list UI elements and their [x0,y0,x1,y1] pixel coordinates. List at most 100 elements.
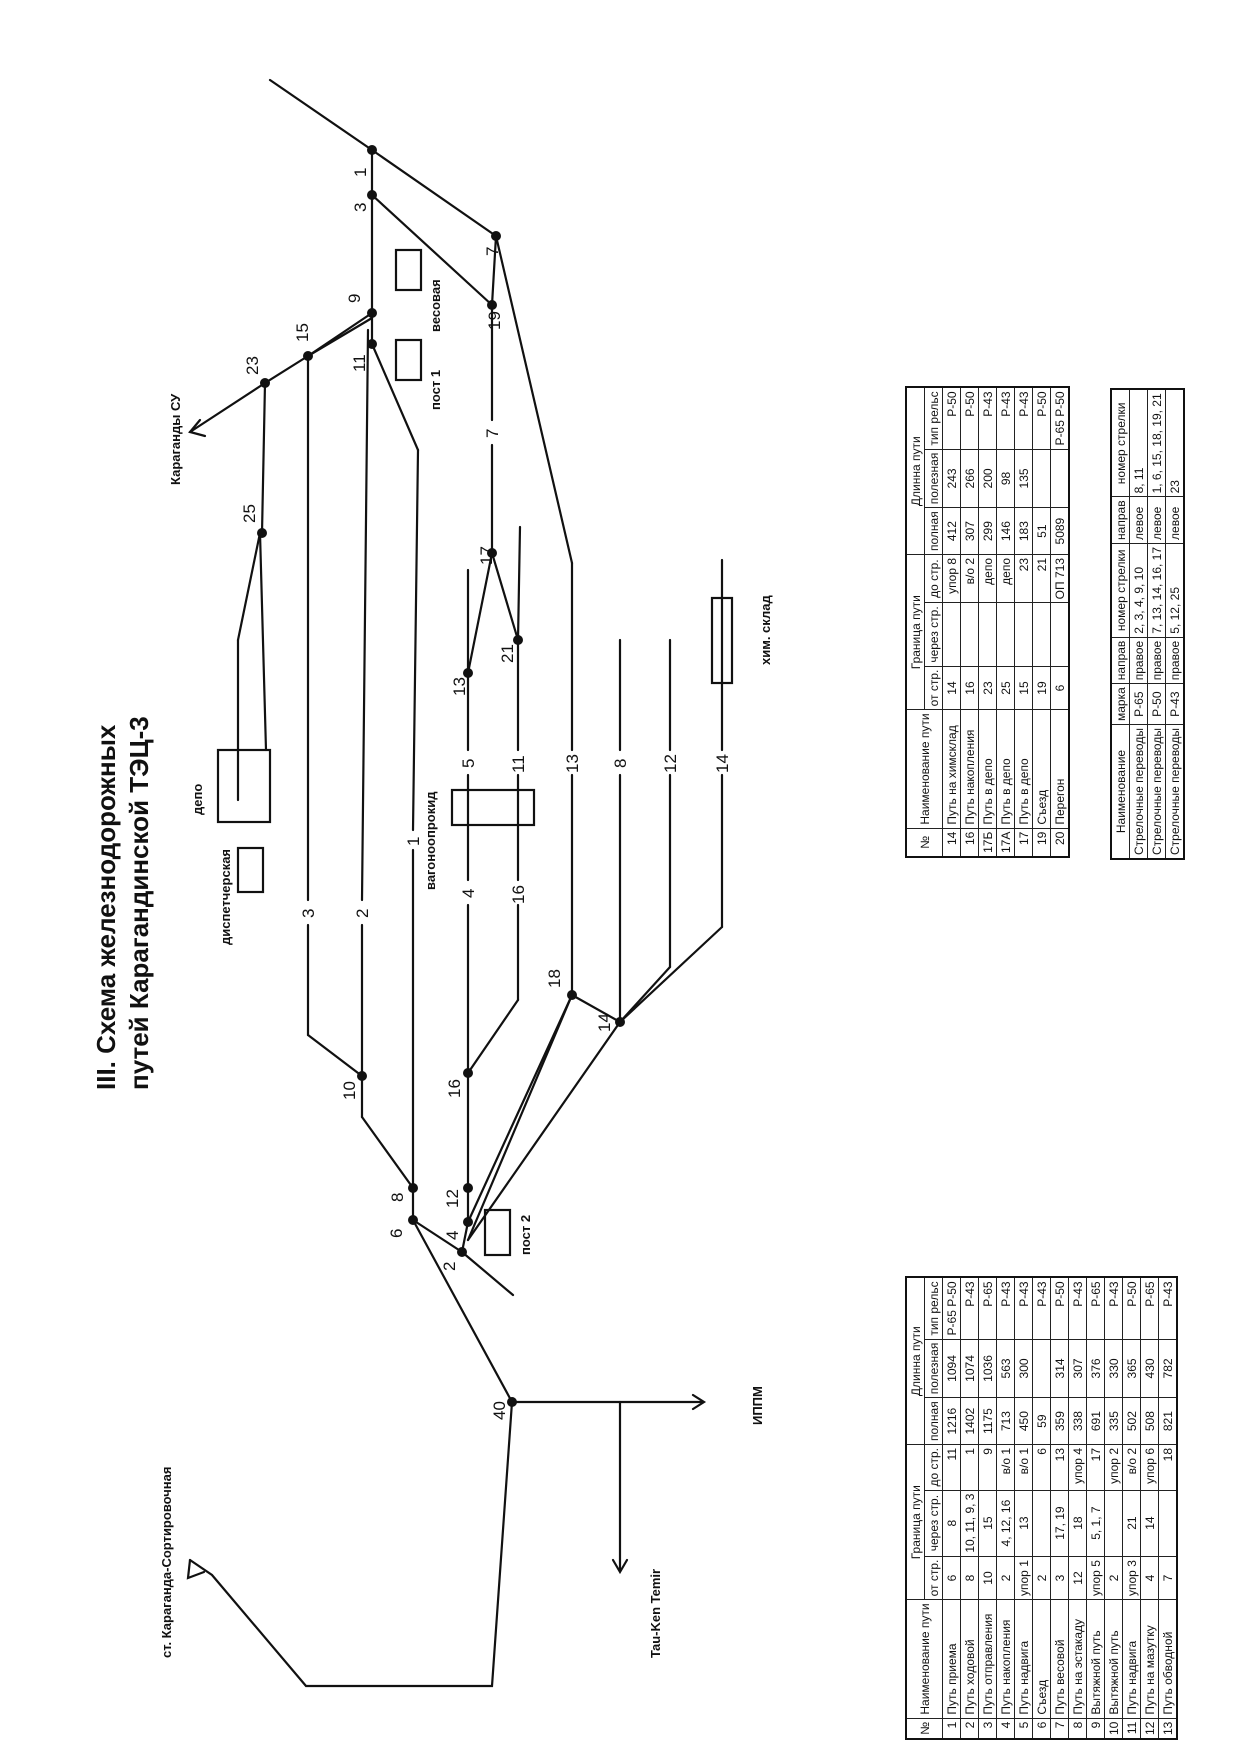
switch-dot-40[interactable] [507,1397,517,1407]
cell-rail: Р-65 [1140,1277,1159,1340]
cell-useful: 300 [1014,1339,1033,1398]
cell-name: Путь отправления [978,1599,997,1719]
th3-name: Наименование [1111,724,1130,859]
cell-from: 12 [1068,1556,1087,1600]
cell-switch-numbers: 7, 13, 14, 16, 17 [1147,543,1166,638]
label-post2: пост 2 [518,1215,533,1255]
cell-from: 6 [1050,666,1069,710]
cell-via: 21 [1122,1490,1141,1557]
cell-rail: Р-43 [1068,1277,1087,1340]
cell-from: 19 [1032,666,1051,710]
switch-label-2: 2 [440,1262,459,1271]
cell-from: 15 [1014,666,1033,710]
cell-full: 713 [996,1397,1015,1445]
title-line1: III. Схема железнодорожных [91,724,121,1090]
switch-label-16: 16 [445,1079,464,1098]
track-label-3: 3 [299,909,318,918]
cell-rail: Р-50 [960,387,979,450]
cell-name: Вытяжной путь [1086,1599,1105,1719]
cell-switch-numbers2: 23 [1165,389,1184,497]
cell-to: упор 2 [1104,1444,1123,1491]
cell-switch-numbers2: 1, 6, 15, 18, 19, 21 [1147,389,1166,497]
switch-dot-3[interactable] [367,190,377,200]
label-tau-ken: Tau-Ken Temir [648,1569,663,1658]
cell-to: 17 [1086,1444,1105,1491]
switch-label-7: 7 [483,247,502,256]
cell-mark: Р-50 [1147,683,1166,725]
cell-name: Съезд [1032,1599,1051,1719]
switch-dot-19[interactable] [487,300,497,310]
cell-via [1032,602,1051,667]
cell-from: 23 [978,666,997,710]
switch-dot-23[interactable] [260,378,270,388]
switch-dot-9[interactable] [367,308,377,318]
cell-useful: 307 [1068,1339,1087,1398]
switch-label-12: 12 [443,1189,462,1208]
cell-useful: 200 [978,449,997,508]
cell-rail: Р-43 [1158,1277,1177,1340]
cell-to: 23 [1014,554,1033,603]
cell-via [942,602,961,667]
cell-no: 4 [996,1718,1015,1739]
switch-dot-6[interactable] [408,1215,418,1225]
switch-dot-7[interactable] [491,231,501,241]
switch-dot-25[interactable] [257,528,267,538]
switch-dot-14[interactable] [615,1017,625,1027]
cell-dir: правое [1165,637,1184,684]
switch-dot-2[interactable] [457,1247,467,1257]
cell-name: Путь обводной [1158,1599,1177,1719]
switch-dot-12[interactable] [463,1183,473,1193]
cell-no: 3 [978,1718,997,1739]
switch-dot-13[interactable] [463,668,473,678]
cell-name: Путь на эстакаду [1068,1599,1087,1719]
track-label-7: 7 [483,429,502,438]
switch-label-9: 9 [345,294,364,303]
switch-dot-11[interactable] [367,339,377,349]
cell-via [1158,1490,1177,1557]
cell-no: 20 [1050,828,1069,857]
cell-name: Путь надвига [1014,1599,1033,1719]
cell-name: Вытяжной путь [1104,1599,1123,1719]
building-post1 [394,338,423,382]
cell-from: 16 [960,666,979,710]
cell-full: 51 [1032,507,1051,555]
cell-full: 146 [996,507,1015,555]
label-post1: пост 1 [428,370,443,410]
track-15-23 [263,354,310,385]
switch-dot-8[interactable] [408,1183,418,1193]
cell-switch-numbers2: 8, 11 [1129,389,1148,497]
cell-to: 18 [1158,1444,1177,1491]
track-1-upper [411,448,420,832]
cell-no: 17А [996,828,1015,857]
switch-label-18: 18 [545,969,564,988]
cell-rail: Р-50 [1050,1277,1069,1340]
cell-from: 2 [1032,1556,1051,1600]
switch-label-14: 14 [595,1013,614,1032]
switch-dot-4[interactable] [463,1217,473,1227]
cell-from: 8 [960,1556,979,1600]
cell-full: 338 [1068,1397,1087,1445]
cell-from: упор 5 [1086,1556,1105,1600]
cell-useful: 266 [960,449,979,508]
th-useful: полезная [924,1339,943,1398]
switch-dot-17[interactable] [487,548,497,558]
switch-dot-1[interactable] [367,145,377,155]
switch-dot-15[interactable] [303,351,313,361]
switch-dot-10[interactable] [357,1071,367,1081]
cell-no: 8 [1068,1718,1087,1739]
th2-name: Наименование пути [906,709,943,829]
switch-label-1: 1 [351,168,370,177]
switch-dot-21[interactable] [513,635,523,645]
switch-dot-16[interactable] [463,1068,473,1078]
cell-full: 821 [1158,1397,1177,1445]
cell-no: 7 [1050,1718,1069,1739]
track-7-17 [490,234,498,307]
cell-rail: Р-43 [960,1277,979,1340]
switch-dot-18[interactable] [567,990,577,1000]
cell-from: 2 [1104,1556,1123,1600]
cell-dir2: левое [1129,496,1148,544]
